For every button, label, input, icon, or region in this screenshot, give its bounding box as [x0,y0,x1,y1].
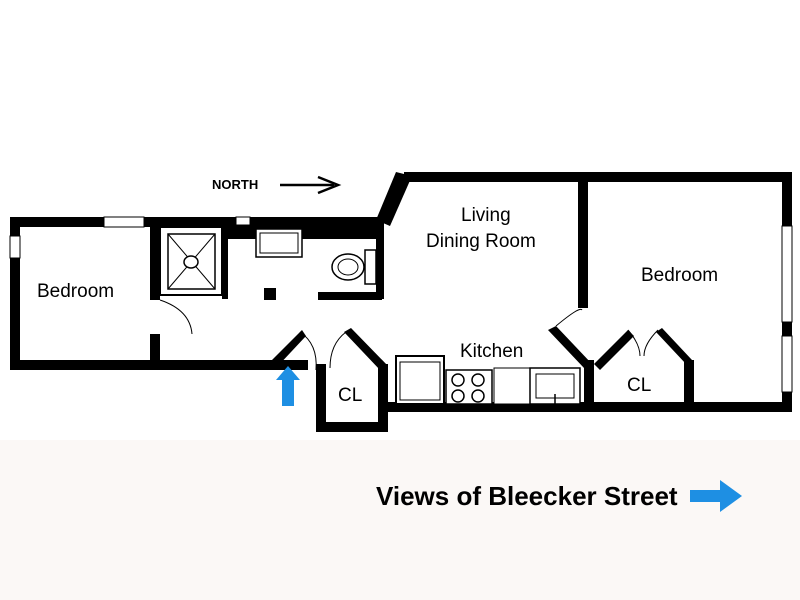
room-label-living: Living [461,205,511,226]
room-label-bedroom-east: Bedroom [641,265,718,286]
room-label-bedroom-west: Bedroom [37,281,114,302]
arrow-up-icon [276,366,300,406]
floor-plan: NORTH Bedroom Living Dining Room Bedroom… [9,172,793,432]
north-label: NORTH [212,177,258,192]
room-label-kitchen: Kitchen [460,341,523,362]
toilet [331,249,377,285]
refrigerator [395,355,445,405]
closet-label-entry: CL [338,385,362,406]
closet-label-east: CL [627,375,651,396]
windows [9,216,793,393]
views-of-bleecker-street-link[interactable]: Views of Bleecker Street [376,478,744,514]
arrow-right-icon [280,175,342,195]
arrow-right-icon [689,480,742,512]
counter [493,367,531,405]
door-swings [159,299,659,371]
views-link-label: Views of Bleecker Street [376,480,678,511]
stove [445,369,493,405]
shower [159,226,223,296]
footer-strip [0,440,800,600]
kitchen-sink [529,367,581,405]
room-label-dining-room: Dining Room [426,231,536,252]
bath-sink [255,228,303,258]
